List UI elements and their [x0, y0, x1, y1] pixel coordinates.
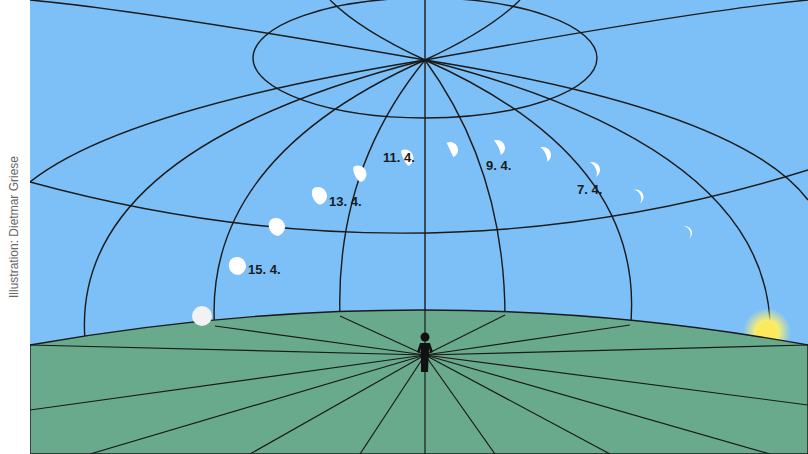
date-label: 15. 4.: [248, 263, 281, 276]
moon-phases: [192, 137, 694, 326]
moon: [351, 163, 369, 183]
credit-note: Illustration: Dietmar Griese: [8, 156, 20, 298]
margin-strip: [0, 0, 30, 454]
sky-grid: [30, 0, 808, 342]
moon: [589, 159, 603, 177]
date-label: 11. 4.: [383, 151, 415, 164]
moon: [633, 187, 646, 204]
date-label: 13. 4.: [329, 195, 362, 208]
ground: [30, 310, 808, 454]
moon: [266, 215, 288, 238]
moon: [226, 254, 249, 278]
moon: [682, 224, 694, 240]
date-label: 9. 4.: [486, 159, 511, 172]
moon: [309, 184, 330, 206]
moon: [494, 137, 508, 155]
sky: [30, 0, 808, 454]
moon: [447, 139, 461, 157]
ground-grid: [30, 310, 808, 454]
observer-figure: [417, 333, 433, 373]
date-label: 7. 4.: [577, 183, 602, 196]
moon: [192, 306, 212, 326]
moon: [540, 144, 554, 162]
